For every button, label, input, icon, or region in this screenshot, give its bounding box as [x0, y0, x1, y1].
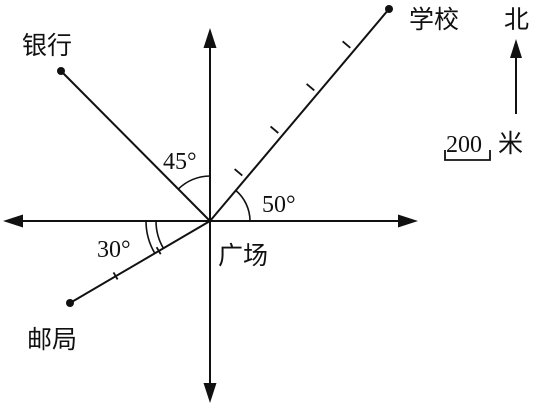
post-office-line-ticks — [112, 246, 162, 280]
bank-direction-line — [60, 70, 211, 222]
post-office-angle-label: 30° — [97, 237, 131, 263]
west-arrowhead — [3, 214, 23, 228]
school-angle-label: 50° — [262, 192, 296, 218]
north-arrowhead — [203, 28, 217, 48]
school-point — [385, 5, 393, 13]
school-line-ticks — [234, 40, 351, 177]
tick-2 — [270, 125, 279, 134]
tick-3 — [306, 83, 315, 92]
bank-label: 银行 — [22, 31, 72, 60]
post-office-angle-arc — [145, 220, 156, 254]
north-indicator — [510, 39, 522, 114]
tick-1 — [234, 168, 243, 177]
bank-angle-label: 45° — [163, 149, 197, 175]
scale-unit: 米 — [498, 129, 523, 158]
tick-1 — [155, 246, 162, 255]
east-arrowhead — [398, 214, 418, 228]
bank-angle-arc — [177, 175, 211, 190]
scale-distance: 200 — [446, 132, 482, 158]
south-arrowhead — [203, 383, 217, 403]
school-direction-line — [209, 8, 390, 222]
school-angle-arc — [235, 189, 251, 222]
north-indicator-arrowhead — [510, 39, 522, 58]
square-label: 广场 — [218, 241, 268, 270]
tick-2 — [112, 271, 119, 280]
school-label: 学校 — [409, 5, 459, 34]
scale-bar — [444, 150, 491, 161]
post-office-direction-line — [69, 220, 211, 304]
north-label: 北 — [504, 5, 529, 34]
post-office-label: 邮局 — [27, 325, 77, 354]
post-office-point — [66, 299, 74, 307]
post-office-angle-arc-inner — [155, 220, 165, 249]
tick-4 — [342, 40, 351, 49]
bank-point — [57, 67, 65, 75]
